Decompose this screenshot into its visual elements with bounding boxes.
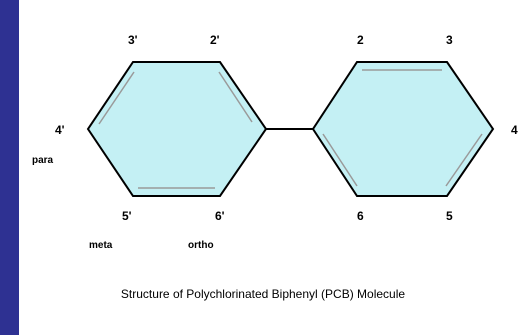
label-position-3: 3: [446, 33, 453, 47]
right-ring-double-bond-right: [445, 133, 483, 187]
label-position-3prime: 3': [128, 33, 138, 47]
label-position-5: 5: [446, 209, 453, 223]
left-ring-double-bond-top: [218, 71, 253, 123]
right-benzene-ring: [311, 61, 495, 197]
label-position-2: 2: [357, 33, 364, 47]
label-meta: meta: [89, 240, 113, 251]
label-ortho: ortho: [188, 240, 214, 251]
diagram-caption: Structure of Polychlorinated Biphenyl (P…: [121, 287, 405, 301]
label-position-5prime: 5': [122, 209, 132, 223]
label-para: para: [32, 155, 54, 166]
label-position-6prime: 6': [215, 209, 225, 223]
label-position-4prime: 4': [55, 123, 65, 137]
left-benzene-ring: [86, 61, 268, 197]
label-position-2prime: 2': [210, 33, 220, 47]
right-ring-double-bond-left: [322, 133, 358, 187]
left-ring-double-bond-left: [98, 71, 135, 125]
label-position-4: 4: [511, 123, 518, 137]
label-position-6: 6: [357, 209, 364, 223]
